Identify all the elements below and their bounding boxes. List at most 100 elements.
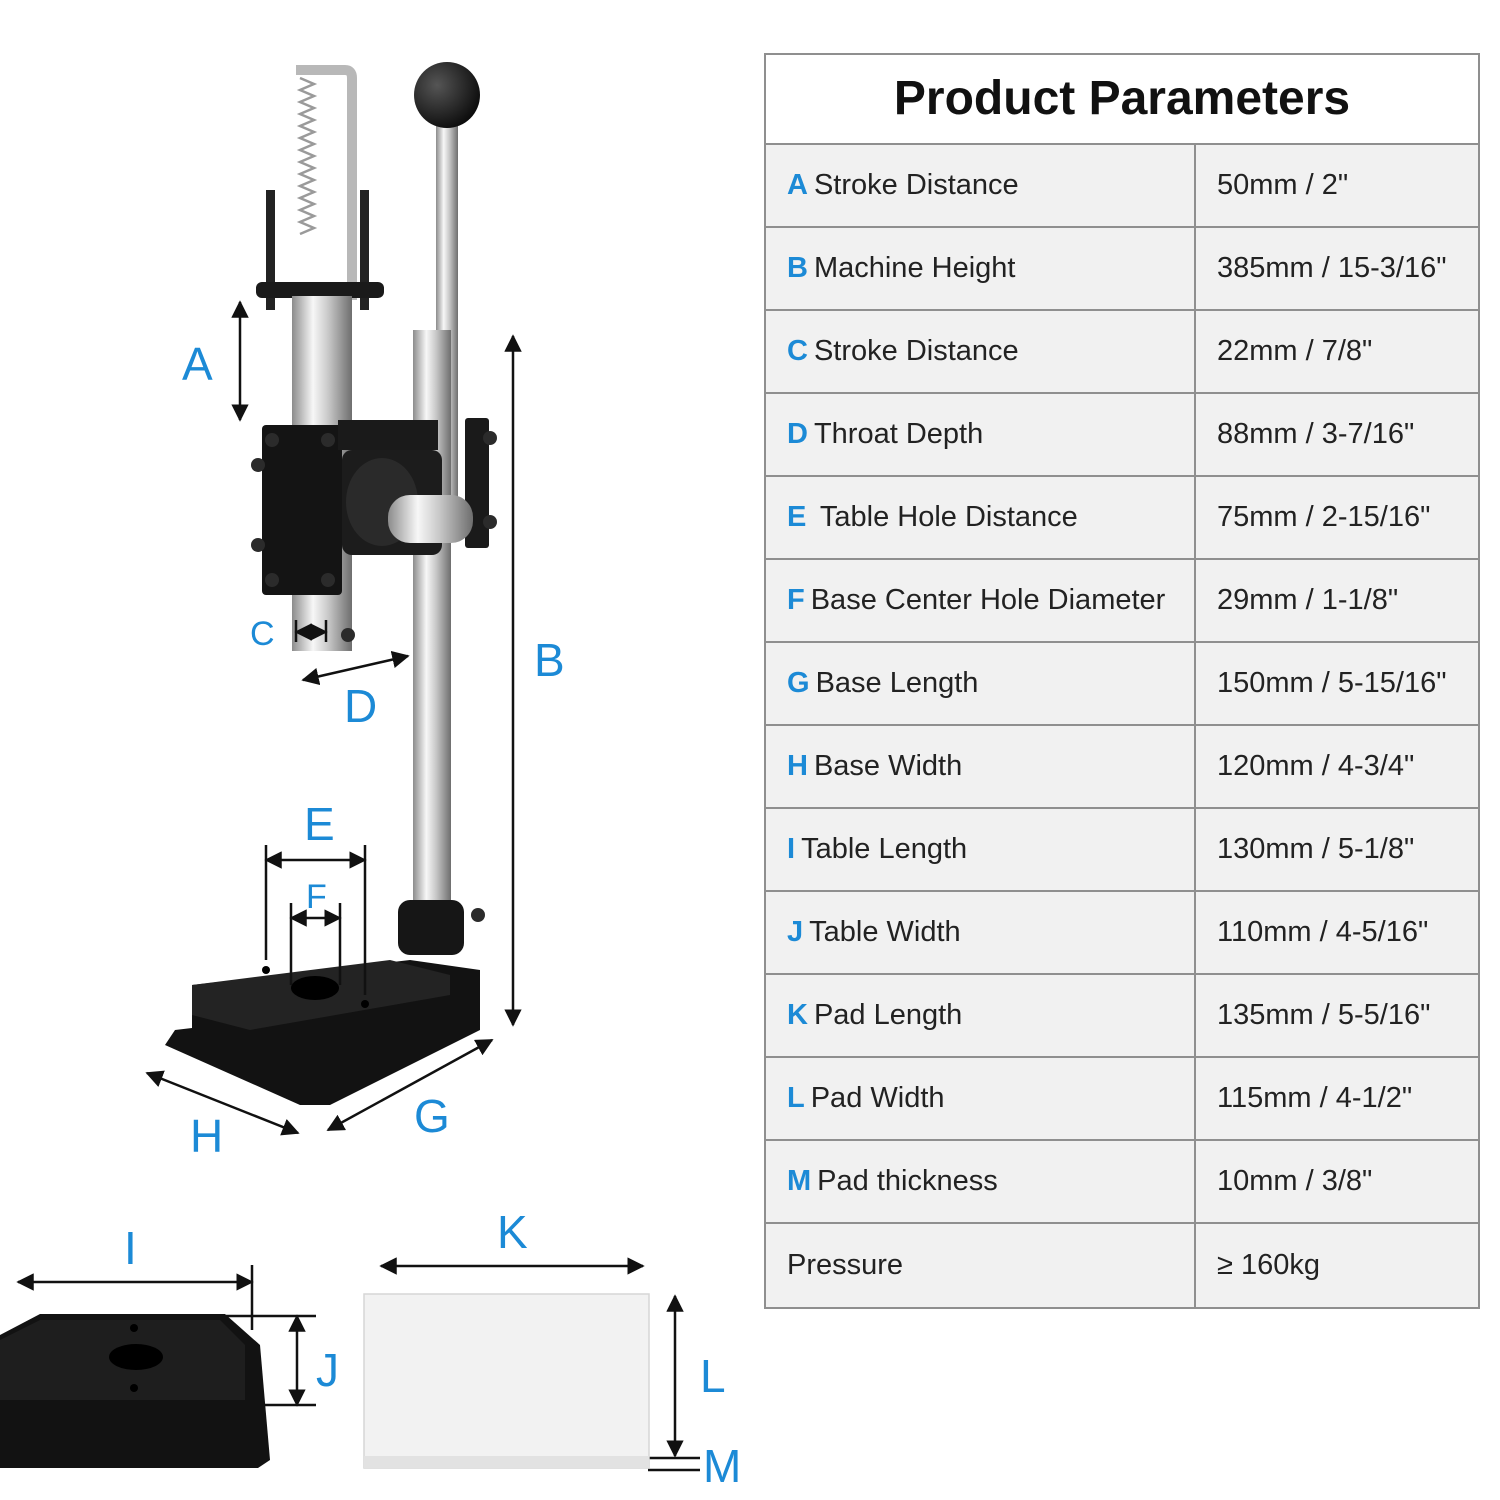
param-value: ≥ 160kg xyxy=(1217,1249,1320,1281)
param-letter: B xyxy=(787,252,808,284)
lever-knob xyxy=(414,62,480,128)
pinion-shaft xyxy=(388,495,473,543)
param-value: 135mm / 5-5/16" xyxy=(1217,999,1431,1031)
label-L: L xyxy=(700,1350,726,1402)
param-name: Throat Depth xyxy=(813,418,984,450)
param-name: Stroke Distance xyxy=(813,335,1019,367)
dimension-lines xyxy=(16,300,700,1472)
table-plate xyxy=(0,1314,270,1468)
press-machine xyxy=(165,62,497,1105)
bolts xyxy=(251,431,497,922)
base-center-hole xyxy=(291,976,339,1000)
label-K: K xyxy=(497,1206,528,1258)
param-value: 115mm / 4-1/2" xyxy=(1217,1082,1413,1114)
spring-rod xyxy=(296,65,357,300)
top-plate xyxy=(256,282,384,298)
table-title: Product Parameters xyxy=(766,55,1478,145)
param-value: 88mm / 3-7/16" xyxy=(1217,418,1415,450)
table-row: E Table Hole Distance 75mm / 2-15/16" xyxy=(766,477,1478,560)
table-hole-right xyxy=(361,1000,369,1008)
param-letter: A xyxy=(787,169,808,201)
press-illustration: A B C D E F G H I J K L M xyxy=(0,62,741,1492)
param-value: 10mm / 3/8" xyxy=(1217,1165,1373,1197)
label-A: A xyxy=(182,338,213,390)
param-letter: L xyxy=(787,1082,805,1114)
param-letter: J xyxy=(787,916,804,948)
table-center-hole xyxy=(109,1344,163,1370)
param-letter: I xyxy=(787,833,796,865)
param-value: 75mm / 2-15/16" xyxy=(1217,501,1431,533)
param-name: Pad Length xyxy=(813,999,963,1031)
label-H: H xyxy=(190,1110,223,1162)
param-letter: K xyxy=(787,999,808,1031)
param-name-cell: Pressure xyxy=(766,1224,1196,1307)
param-letter: D xyxy=(787,418,808,450)
param-letter: C xyxy=(787,335,808,367)
param-letter: G xyxy=(787,667,810,699)
param-value: 29mm / 1-1/8" xyxy=(1217,584,1399,616)
param-name-cell: E Table Hole Distance xyxy=(766,477,1196,558)
param-name: Stroke Distance xyxy=(813,169,1019,201)
pad xyxy=(363,1293,650,1469)
param-letter: M xyxy=(787,1165,812,1197)
param-letter: E xyxy=(787,501,807,533)
param-value: 110mm / 4-5/16" xyxy=(1217,916,1429,948)
threaded-rod-right xyxy=(360,190,369,310)
param-name: Pressure xyxy=(787,1249,904,1281)
param-letter: H xyxy=(787,750,808,782)
label-I: I xyxy=(124,1222,137,1274)
label-G: G xyxy=(414,1090,450,1142)
param-value: 50mm / 2" xyxy=(1217,169,1349,201)
param-letter: F xyxy=(787,584,805,616)
label-M: M xyxy=(703,1440,741,1492)
threaded-rod-left xyxy=(266,190,275,310)
param-name: Pad Width xyxy=(810,1082,945,1114)
param-value: 22mm / 7/8" xyxy=(1217,335,1373,367)
param-value: 120mm / 4-3/4" xyxy=(1217,750,1415,782)
head-block xyxy=(262,425,342,595)
head-bridge xyxy=(338,420,438,450)
param-name: Base Center Hole Diameter xyxy=(810,584,1166,616)
param-name: Table Width xyxy=(809,916,961,948)
column-collar xyxy=(398,900,464,955)
param-name: Pad thickness xyxy=(817,1165,998,1197)
label-D: D xyxy=(344,680,377,732)
label-F: F xyxy=(306,878,327,916)
param-value: 150mm / 5-15/16" xyxy=(1217,667,1447,699)
table-hole-left xyxy=(262,966,270,974)
param-value: 385mm / 15-3/16" xyxy=(1217,252,1447,284)
label-C: C xyxy=(250,615,275,653)
param-name: Base Length xyxy=(815,667,979,699)
param-name: Machine Height xyxy=(813,252,1016,284)
param-name: Table Hole Distance xyxy=(812,501,1078,533)
label-E: E xyxy=(304,798,335,850)
table-row: Pressure ≥ 160kg xyxy=(766,1224,1478,1307)
label-B: B xyxy=(534,634,565,686)
param-name: Table Length xyxy=(801,833,968,865)
label-J: J xyxy=(316,1344,339,1396)
